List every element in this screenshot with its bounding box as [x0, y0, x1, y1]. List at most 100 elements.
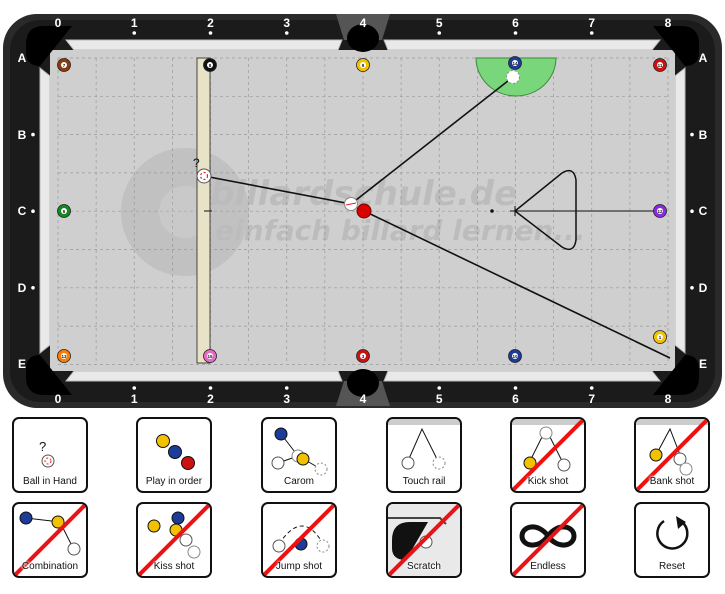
cushion-top-right [383, 39, 662, 51]
cushion-bottom-right [383, 370, 662, 382]
touch-rail-button[interactable]: Touch rail [386, 417, 462, 493]
shot-lines [203, 76, 671, 359]
col-label-top-2: 2 [207, 16, 214, 30]
ball-14-target[interactable]: 14 [508, 56, 522, 70]
col-label-bottom-4: 4 [359, 392, 367, 406]
row-label-right-E: E [698, 357, 707, 372]
bank-shot-button[interactable]: Bank shot [634, 417, 710, 493]
infinity-icon [512, 504, 584, 576]
svg-text:13: 13 [61, 354, 67, 359]
diamond-marker [589, 386, 594, 390]
ball-9-top[interactable]: 9 [356, 58, 370, 72]
cushion-top-left [64, 39, 343, 51]
scratch-button[interactable]: Scratch [386, 502, 462, 578]
kiss-shot-label: Kiss shot [153, 561, 195, 572]
cushion-right [674, 66, 686, 355]
diamond-marker [513, 31, 518, 35]
rack-triangle [513, 169, 577, 251]
ball-7-left[interactable]: 7 [57, 58, 71, 72]
play-in-order-button[interactable]: Play in order [136, 417, 212, 493]
jump-shot-button[interactable]: Jump shot [261, 502, 337, 578]
play-in-order-label: Play in order [145, 476, 203, 487]
kiss-shot-icon [138, 504, 210, 576]
touch-rail-label: Touch rail [402, 476, 446, 487]
question-mark: ? [193, 156, 200, 170]
diamond-marker [513, 386, 518, 390]
ball-11-bottom[interactable]: 11 [653, 58, 667, 72]
kick-shot-icon [512, 419, 584, 491]
pool-table: billardschule.de einfach billard lernen.… [3, 14, 722, 408]
ball-15-bottom[interactable]: 15 [203, 349, 217, 363]
scratch-label: Scratch [407, 561, 441, 572]
diamond-marker [132, 31, 137, 35]
ball-3-right[interactable]: 3 [356, 349, 370, 363]
diamond-marker [31, 132, 35, 137]
svg-text:einfach billard lernen...: einfach billard lernen... [215, 214, 585, 247]
diamond-marker [284, 386, 289, 390]
play-in-order-icon [156, 434, 195, 470]
ball-10-bottom[interactable]: 10 [508, 349, 522, 363]
col-label-bottom-2: 2 [207, 392, 214, 406]
foot-spot [490, 209, 494, 213]
cue-ball-hand[interactable] [196, 168, 212, 184]
carom-label: Carom [283, 476, 314, 487]
diamond-marker [284, 31, 289, 35]
ball-1-top[interactable]: 1 [653, 330, 667, 344]
bank-shot-label: Bank shot [649, 476, 695, 487]
kiss-shot-button[interactable]: Kiss shot [136, 502, 212, 578]
col-label-bottom-3: 3 [283, 392, 291, 406]
ball-in-hand-label: Ball in Hand [23, 476, 77, 487]
watermark: billardschule.de einfach billard lernen.… [121, 148, 585, 276]
col-label-top-5: 5 [435, 16, 443, 30]
col-label-bottom-0: 0 [54, 392, 62, 406]
combination-button[interactable]: Combination [12, 502, 88, 578]
ball-8[interactable]: 8 [203, 58, 217, 72]
diamond-marker [589, 31, 594, 35]
svg-text:10: 10 [512, 354, 518, 359]
shot-type-panel: ? Ball in Hand Play in order Carom [0, 410, 725, 594]
pockets[interactable] [26, 24, 699, 397]
diamond-marker [690, 132, 694, 137]
row-label-right-A: A [698, 51, 708, 65]
ball-12-right[interactable]: 12 [653, 204, 667, 218]
ball-in-hand-icon: ? [39, 439, 55, 468]
jump-shot-label: Jump shot [275, 561, 323, 572]
jump-shot-icon [263, 504, 335, 576]
cue-ball-ghost[interactable] [344, 197, 358, 211]
col-label-top-4: 4 [359, 16, 367, 30]
col-label-bottom-8: 8 [664, 392, 672, 406]
diamonds [31, 31, 694, 390]
svg-text:9: 9 [362, 63, 365, 68]
diamond-marker [208, 31, 213, 35]
combination-label: Combination [21, 561, 79, 572]
col-label-bottom-5: 5 [435, 392, 443, 406]
carom-button[interactable]: Carom [261, 417, 337, 493]
col-label-top-7: 7 [588, 16, 596, 30]
bank-shot-icon [636, 419, 708, 491]
object-ball[interactable] [356, 203, 372, 219]
svg-text:11: 11 [658, 63, 663, 68]
endless-button[interactable]: Endless [510, 502, 586, 578]
col-label-bottom-7: 7 [588, 392, 596, 406]
reset-button[interactable]: Reset [634, 502, 710, 578]
col-label-top-0: 0 [54, 16, 62, 30]
scratch-icon [388, 504, 460, 576]
combination-icon [14, 504, 86, 576]
row-label-right-C: C [698, 204, 708, 219]
ghost-ball-target [506, 70, 520, 84]
reset-icon [656, 516, 689, 550]
carom-icon [271, 427, 328, 476]
diamond-marker [31, 209, 35, 213]
ball-6-left[interactable]: 6 [57, 204, 71, 218]
kick-shot-button[interactable]: Kick shot [510, 417, 586, 493]
ball-in-hand-button[interactable]: ? Ball in Hand [12, 417, 88, 493]
row-label-left-D: D [17, 280, 27, 295]
col-label-top-6: 6 [512, 16, 519, 30]
diamond-marker [690, 286, 694, 290]
col-label-top-1: 1 [130, 16, 138, 30]
svg-text:8: 8 [209, 63, 212, 68]
ball-13-left[interactable]: 13 [57, 349, 71, 363]
cushion-left [39, 66, 51, 355]
svg-text:1: 1 [659, 335, 662, 340]
